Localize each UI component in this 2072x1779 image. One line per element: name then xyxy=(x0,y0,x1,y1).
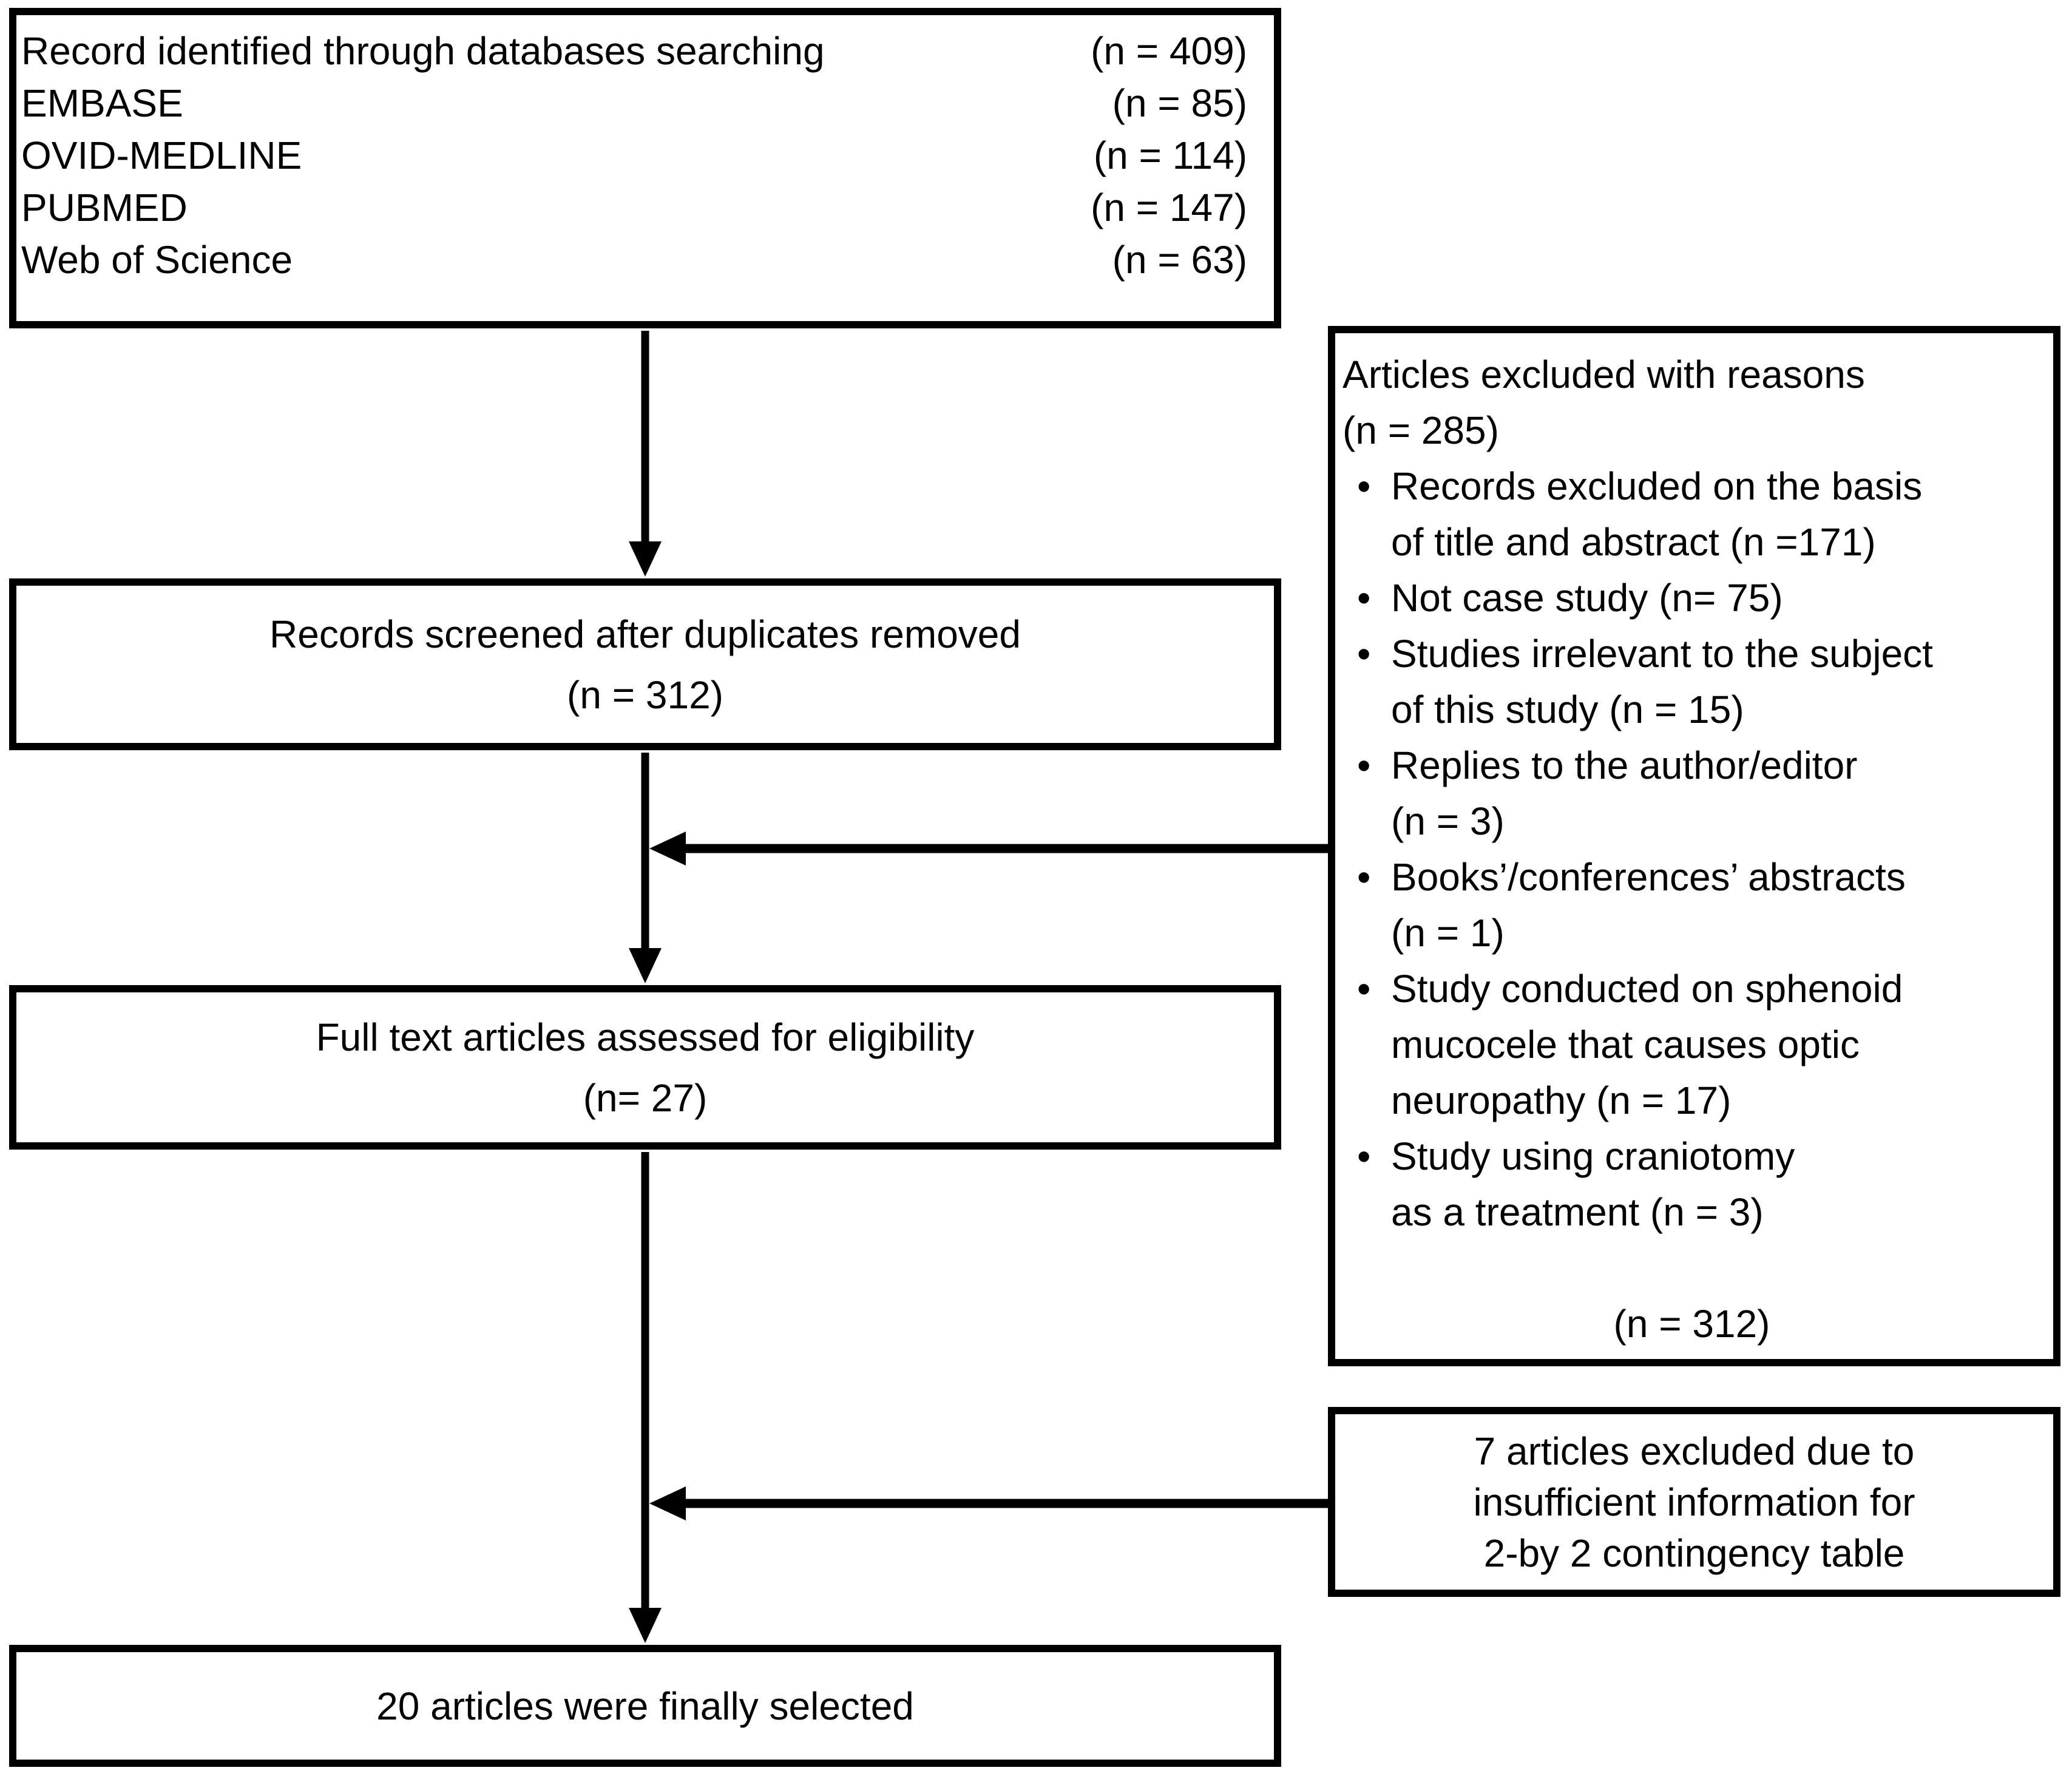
database-row: EMBASE (n = 85) xyxy=(21,77,1247,129)
database-row: Record identified through databases sear… xyxy=(21,25,1247,77)
insufficient-information-box: 7 articles excluded due to insufficient … xyxy=(1328,1407,2060,1597)
bullet-icon: • xyxy=(1357,744,1371,787)
database-row-label: Web of Science xyxy=(21,238,293,282)
exclusion-reason-text: Study using craniotomy as a treatment (n… xyxy=(1391,1134,1795,1234)
screening-box-text: Records screened after duplicates remove… xyxy=(269,612,1021,656)
exclusion-reasons-panel: Articles excluded with reasons (n = 285)… xyxy=(1328,326,2060,1366)
database-row-count: (n = 114) xyxy=(1093,134,1247,177)
eligibility-box: Full text articles assessed for eligibil… xyxy=(9,985,1281,1150)
eligibility-box-count: (n= 27) xyxy=(583,1076,708,1120)
exclusion-reason-item: • Replies to the author/editor (n = 3) xyxy=(1342,737,2041,849)
bullet-icon: • xyxy=(1357,576,1371,620)
exclusion-reason-text: Study conducted on sphenoid mucocele tha… xyxy=(1391,967,1903,1122)
database-row-label: Record identified through databases sear… xyxy=(21,29,825,73)
eligibility-box-text: Full text articles assessed for eligibil… xyxy=(316,1015,975,1059)
database-row: Web of Science (n = 63) xyxy=(21,234,1247,286)
arrow-screening-to-eligibility xyxy=(629,753,662,983)
arrow-insufficient-box-to-flowline xyxy=(649,1486,1329,1520)
arrow-eligibility-to-included xyxy=(629,1152,662,1643)
database-row-label: PUBMED xyxy=(21,186,188,229)
included-box-text: 20 articles were finally selected xyxy=(376,1684,914,1728)
identification-box: Record identified through databases sear… xyxy=(9,8,1281,328)
bullet-icon: • xyxy=(1357,464,1371,508)
exclusion-reason-item: • Books’/conferences’ abstracts (n = 1) xyxy=(1342,849,2041,961)
arrow-identification-to-screening xyxy=(629,331,662,577)
database-row-label: OVID-MEDLINE xyxy=(21,134,302,177)
database-row-label: EMBASE xyxy=(21,81,183,125)
exclusion-reason-text: Books’/conferences’ abstracts (n = 1) xyxy=(1391,855,1906,955)
exclusion-reason-text: Not case study (n= 75) xyxy=(1391,576,1783,620)
database-row-count: (n = 63) xyxy=(1112,238,1247,282)
screening-box: Records screened after duplicates remove… xyxy=(9,578,1281,750)
database-row-count: (n = 85) xyxy=(1112,81,1247,125)
exclusion-reason-item: • Study conducted on sphenoid mucocele t… xyxy=(1342,961,2041,1128)
exclusion-reason-item: • Not case study (n= 75) xyxy=(1342,570,2041,626)
exclusion-reason-text: Replies to the author/editor (n = 3) xyxy=(1391,744,1858,843)
bullet-icon: • xyxy=(1357,632,1371,676)
insufficient-box-text: 7 articles excluded due to insufficient … xyxy=(1473,1429,1915,1575)
exclusion-reason-text: Records excluded on the basis of title a… xyxy=(1391,464,1923,564)
database-row-count: (n = 409) xyxy=(1091,29,1247,73)
bullet-icon: • xyxy=(1357,967,1371,1011)
database-row: PUBMED (n = 147) xyxy=(21,181,1247,234)
exclusion-reason-text: Studies irrelevant to the subject of thi… xyxy=(1391,632,1933,731)
exclusion-panel-heading: Articles excluded with reasons (n = 285) xyxy=(1342,353,1865,452)
database-row: OVID-MEDLINE (n = 114) xyxy=(21,129,1247,181)
exclusion-reason-item: • Study using craniotomy as a treatment … xyxy=(1342,1128,2041,1240)
included-box: 20 articles were finally selected xyxy=(9,1645,1281,1767)
screening-box-count: (n = 312) xyxy=(567,673,723,717)
exclusion-reason-item: • Records excluded on the basis of title… xyxy=(1342,458,2041,570)
bullet-icon: • xyxy=(1357,1134,1371,1178)
arrow-exclusion-panel-to-flowline xyxy=(649,832,1329,866)
exclusion-panel-total: (n = 312) xyxy=(1613,1302,1770,1346)
database-row-count: (n = 147) xyxy=(1091,186,1247,229)
exclusion-reason-item: • Studies irrelevant to the subject of t… xyxy=(1342,626,2041,737)
bullet-icon: • xyxy=(1357,855,1371,899)
